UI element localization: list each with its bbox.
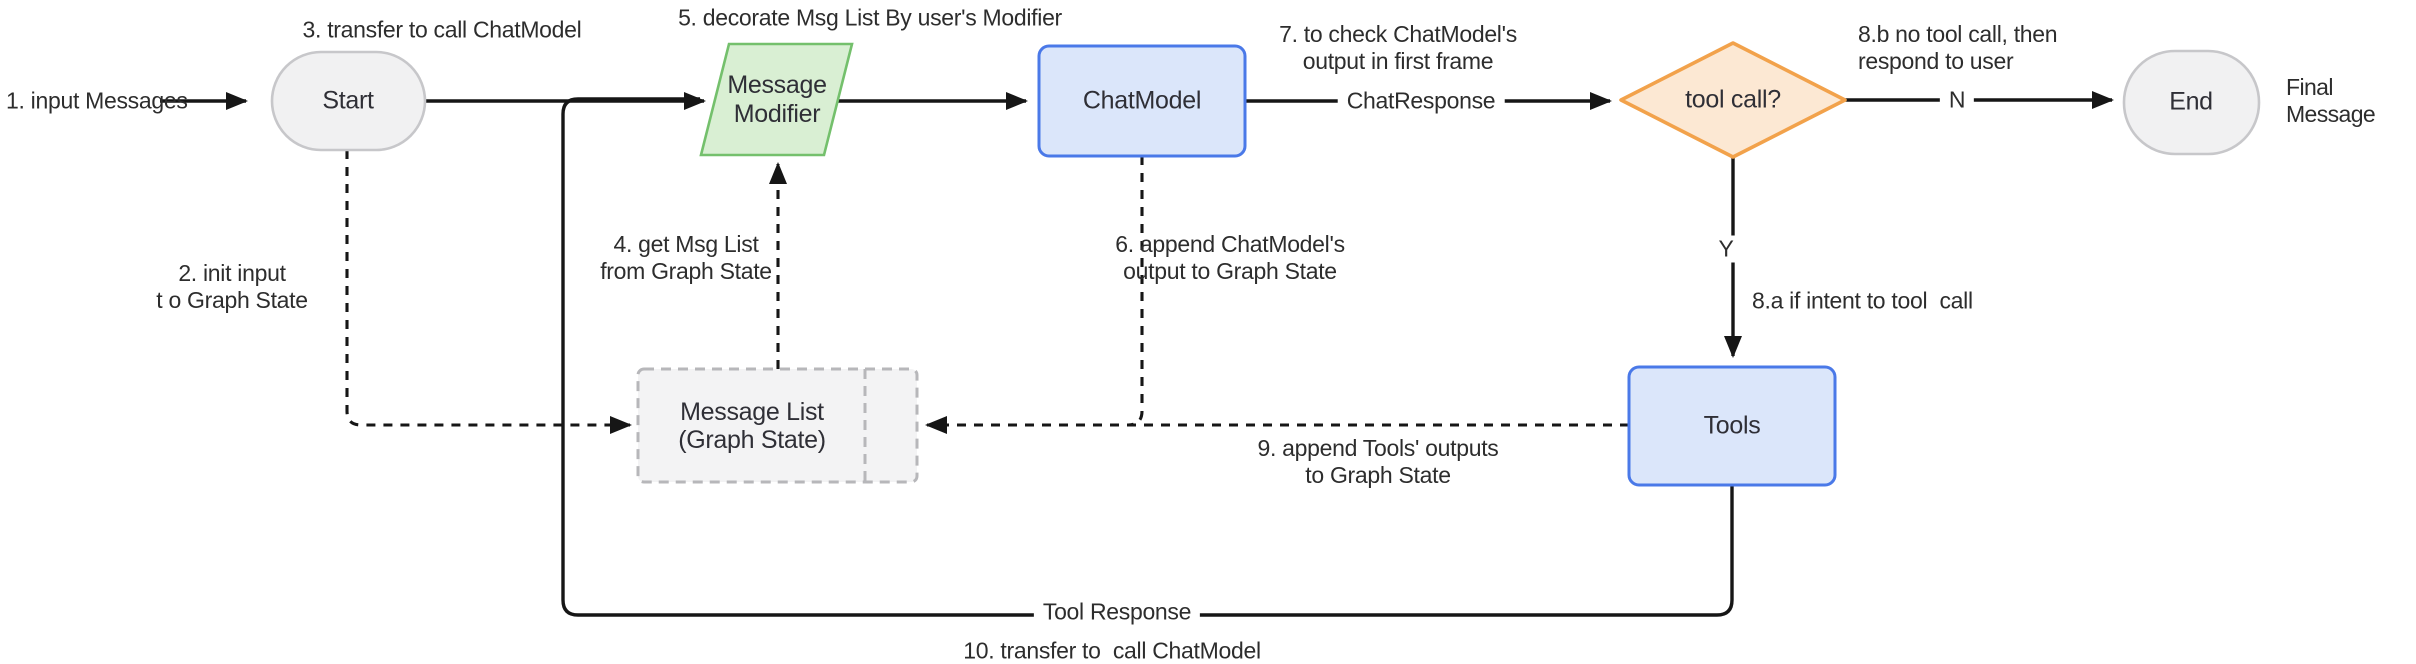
input-messages-label: 1. input Messages (6, 87, 188, 114)
annotation-step8a: 8.a if intent to tool call (1752, 287, 1973, 314)
edge-tools-loopback-to-modifier (561, 97, 1734, 617)
edge-start-to-messagelist (345, 150, 632, 434)
tools-node-label: Tools (1703, 411, 1761, 440)
annotation-step9: 9. append Tools' outputs to Graph State (1257, 435, 1499, 488)
edge-chatmodel-to-state-line (1127, 156, 1144, 427)
tools-node-shape (1627, 365, 1837, 487)
chat-response-label: ChatResponse (1337, 87, 1505, 115)
message-list-node-label: Message List (Graph State) (678, 398, 826, 454)
annotation-step7: 7. to check ChatModel's output in first … (1279, 21, 1517, 74)
end-node-shape (2122, 49, 2261, 156)
end-node-label: End (2169, 87, 2213, 116)
annotation-step2: 2. init input t o Graph State (156, 260, 308, 313)
chatmodel-node-shape (1037, 44, 1247, 158)
message-list-node-shape (636, 367, 919, 484)
annotation-step6: 6. append ChatModel's output to Graph St… (1115, 231, 1345, 284)
annotation-step5: 5. decorate Msg List By user's Modifier (678, 4, 1062, 31)
tool-call-decision-label: tool call? (1685, 85, 1781, 114)
annotation-step10: 10. transfer to call ChatModel (963, 637, 1261, 664)
annotation-step4: 4. get Msg List from Graph State (600, 231, 772, 284)
tool-call-decision-shape (1619, 41, 1847, 159)
start-node-label: Start (322, 86, 374, 115)
message-modifier-node-label: Message Modifier (727, 71, 827, 128)
start-node-shape (270, 50, 427, 152)
annotation-step8b: 8.b no tool call, then respond to user (1858, 21, 2058, 74)
message-modifier-node-shape (699, 42, 854, 157)
annotation-step3: 3. transfer to call ChatModel (302, 16, 582, 43)
chatmodel-node-label: ChatModel (1082, 86, 1202, 115)
no-branch-label: N (1939, 86, 1975, 114)
final-message-label: Final Message (2286, 74, 2376, 127)
yes-branch-label: Y (1709, 235, 1743, 263)
tool-response-label: Tool Response (1033, 598, 1201, 626)
